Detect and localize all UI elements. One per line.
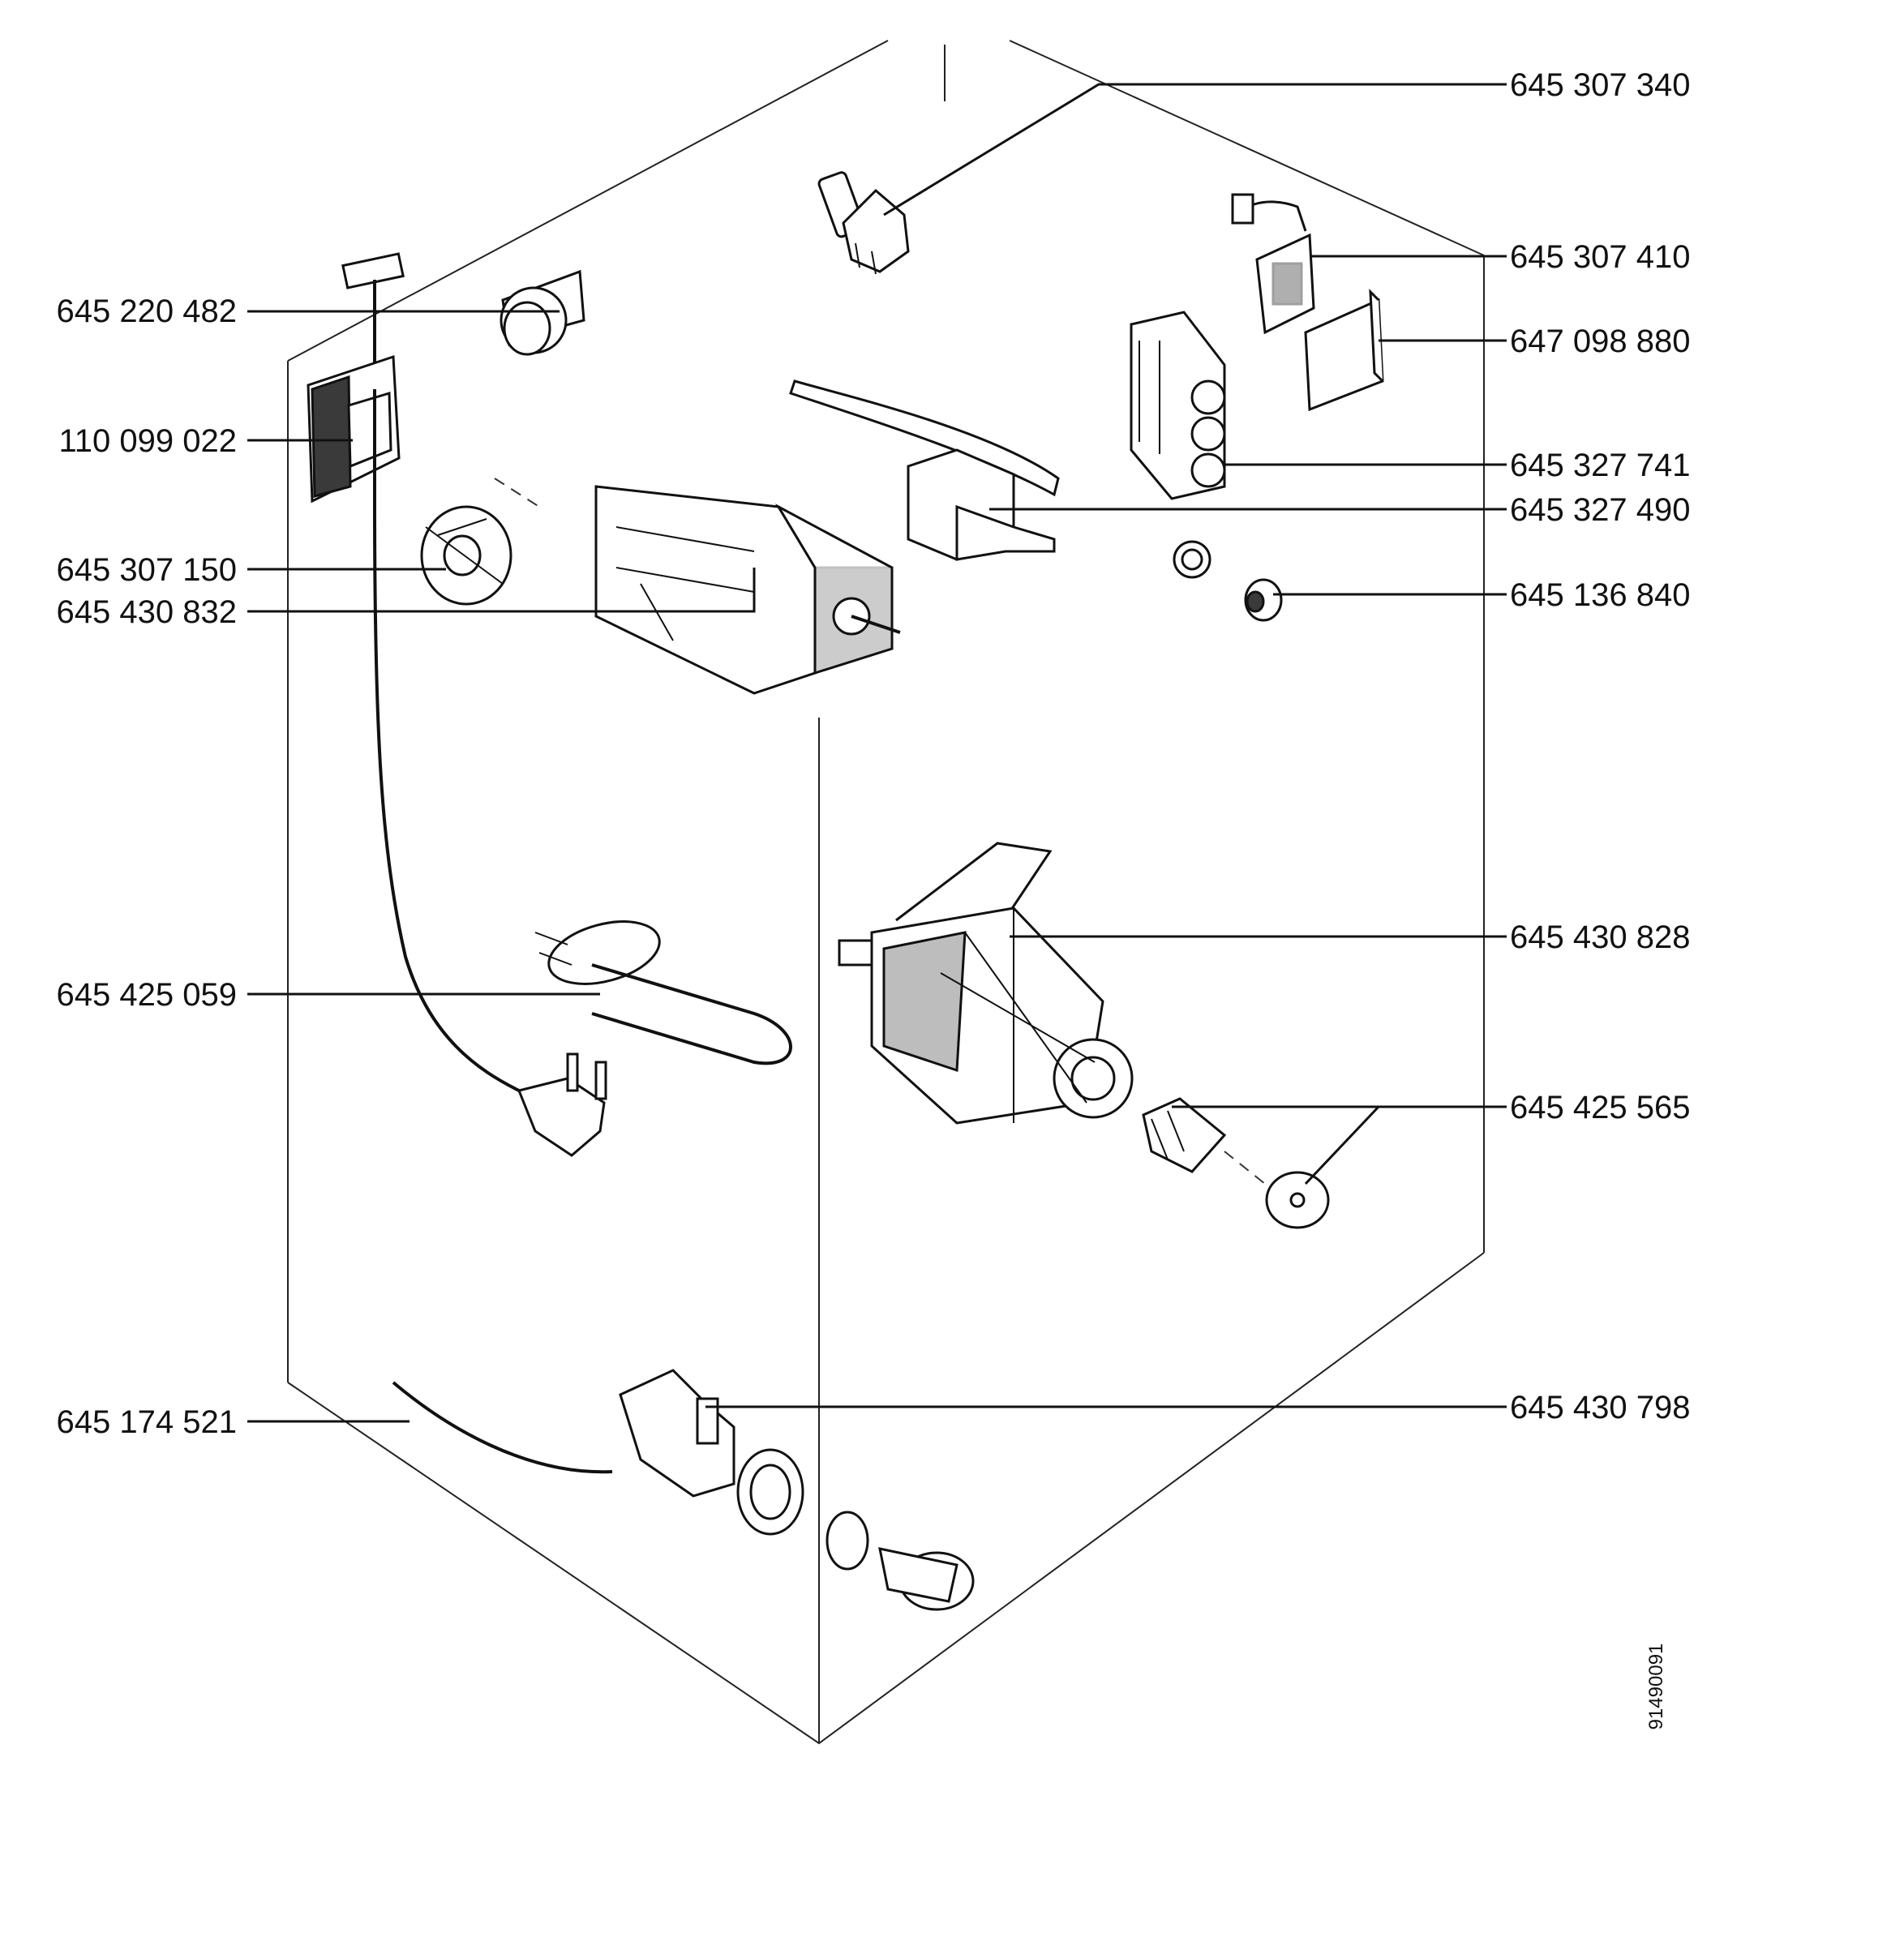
pushbutton-switch-icon — [1130, 311, 1226, 500]
mains-cable-icon — [373, 389, 607, 1157]
left-part-labels: 645 220 482 110 099 022 645 307 150 645 … — [57, 294, 237, 1440]
door-lock-icon — [500, 269, 585, 356]
ring-seal-icon — [1173, 540, 1211, 579]
drain-hose-icon — [392, 1381, 613, 1474]
washer-icon — [1265, 1171, 1330, 1229]
part-label: 645 220 482 — [57, 294, 237, 329]
timer-dial-icon — [420, 505, 512, 606]
part-label: 645 327 490 — [1510, 492, 1690, 528]
right-part-labels: 645 307 340 645 307 410 647 098 880 645 … — [1510, 67, 1690, 1425]
part-label: 645 174 521 — [57, 1404, 237, 1440]
part-label: 645 307 150 — [57, 552, 237, 588]
bracket-icon — [1304, 289, 1384, 412]
cabinet-outline — [287, 40, 1485, 1745]
part-label: 645 327 741 — [1510, 448, 1690, 483]
part-label: 645 430 798 — [1510, 1390, 1690, 1425]
part-label: 645 425 059 — [57, 977, 237, 1013]
heating-element-icon — [534, 920, 792, 1065]
part-label: 645 430 832 — [57, 594, 237, 630]
pressure-switch-icon — [817, 171, 910, 275]
part-label: 647 098 880 — [1510, 324, 1690, 359]
indicator-lamp-icon — [1244, 578, 1283, 622]
part-label: 645 136 840 — [1510, 577, 1690, 613]
drawing-code: 91490091 — [1645, 1644, 1667, 1730]
part-label: 645 307 410 — [1510, 239, 1690, 275]
motor-icon — [838, 842, 1134, 1125]
programme-timer-icon — [594, 485, 901, 695]
drain-pump-icon — [619, 1369, 975, 1611]
thermostat-board-icon — [1231, 193, 1315, 335]
selector-switch-icon — [789, 379, 1060, 561]
noise-filter-icon — [307, 354, 401, 504]
part-label: 645 425 565 — [1510, 1090, 1690, 1125]
part-label: 645 430 828 — [1510, 919, 1690, 955]
part-label: 645 307 340 — [1510, 67, 1690, 103]
part-label: 110 099 022 — [59, 423, 237, 459]
leader-lines — [247, 83, 1507, 1423]
carbon-brush-icon — [1142, 1097, 1266, 1185]
